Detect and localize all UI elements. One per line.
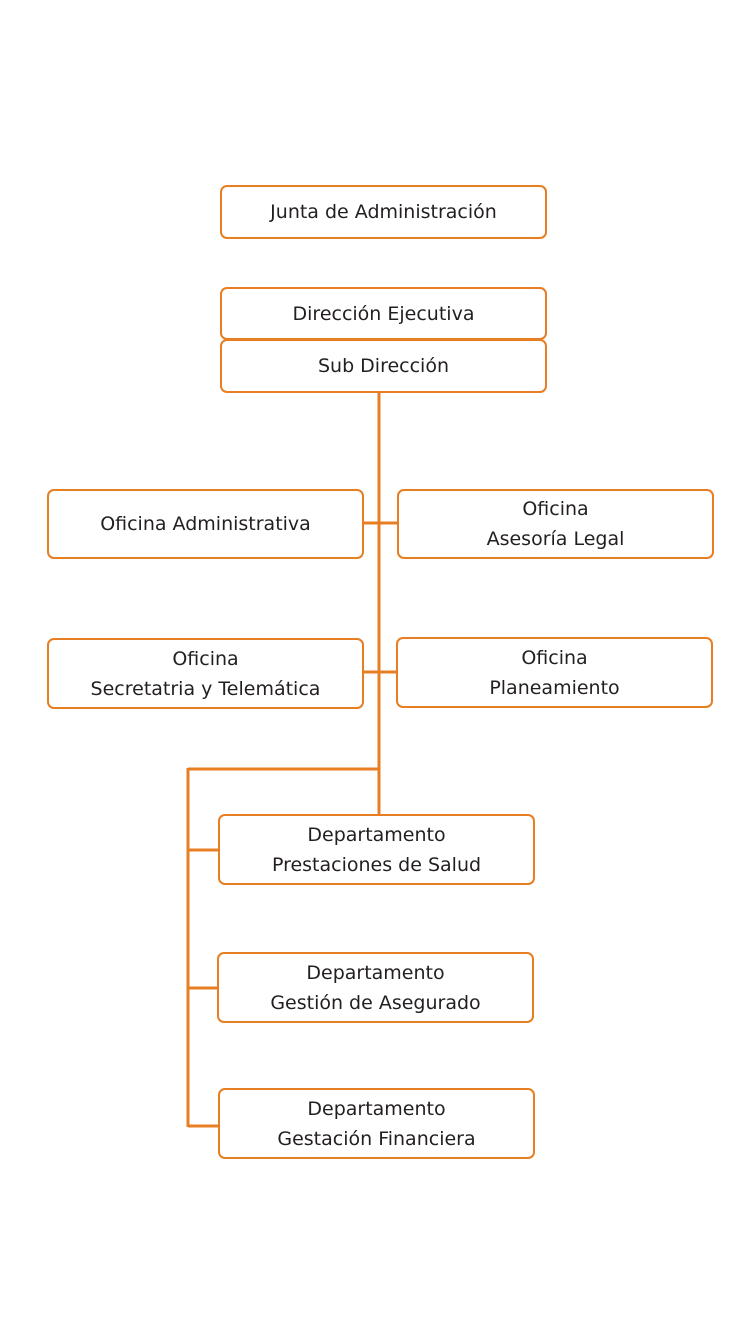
node-label: Oficina bbox=[521, 646, 588, 669]
node-label: Oficina bbox=[172, 647, 239, 670]
node-label: Asesoría Legal bbox=[486, 528, 625, 550]
node-junta-administracion: Junta de Administración bbox=[220, 185, 547, 239]
node-label: Departamento bbox=[307, 1097, 446, 1120]
node-departamento-prestaciones: Departamento Prestaciones de Salud bbox=[218, 814, 535, 885]
node-direccion-ejecutiva: Dirección Ejecutiva bbox=[220, 287, 547, 340]
node-departamento-financiera: Departamento Gestación Financiera bbox=[218, 1088, 535, 1159]
node-oficina-asesoria-legal: Oficina Asesoría Legal bbox=[397, 489, 714, 559]
node-oficina-secretaria: Oficina Secretatria y Telemática bbox=[47, 638, 364, 709]
node-oficina-planeamiento: Oficina Planeamiento bbox=[396, 637, 713, 708]
node-label: Planeamiento bbox=[489, 676, 620, 699]
node-label: Sub Dirección bbox=[317, 355, 450, 377]
node-label: Junta de Administración bbox=[270, 201, 497, 223]
node-label: Dirección Ejecutiva bbox=[292, 302, 475, 325]
node-label: Departamento bbox=[307, 823, 446, 846]
node-label: Secretatria y Telemática bbox=[90, 677, 321, 700]
node-label: Gestión de Asegurado bbox=[270, 991, 481, 1014]
node-label: Departamento bbox=[306, 961, 445, 984]
node-oficina-administrativa: Oficina Administrativa bbox=[47, 489, 364, 559]
node-label: Oficina Administrativa bbox=[100, 513, 311, 535]
node-departamento-asegurado: Departamento Gestión de Asegurado bbox=[217, 952, 534, 1023]
node-label: Oficina bbox=[522, 498, 589, 520]
node-sub-direccion: Sub Dirección bbox=[220, 339, 547, 393]
node-label: Prestaciones de Salud bbox=[271, 853, 482, 876]
node-label: Gestación Financiera bbox=[277, 1127, 476, 1150]
